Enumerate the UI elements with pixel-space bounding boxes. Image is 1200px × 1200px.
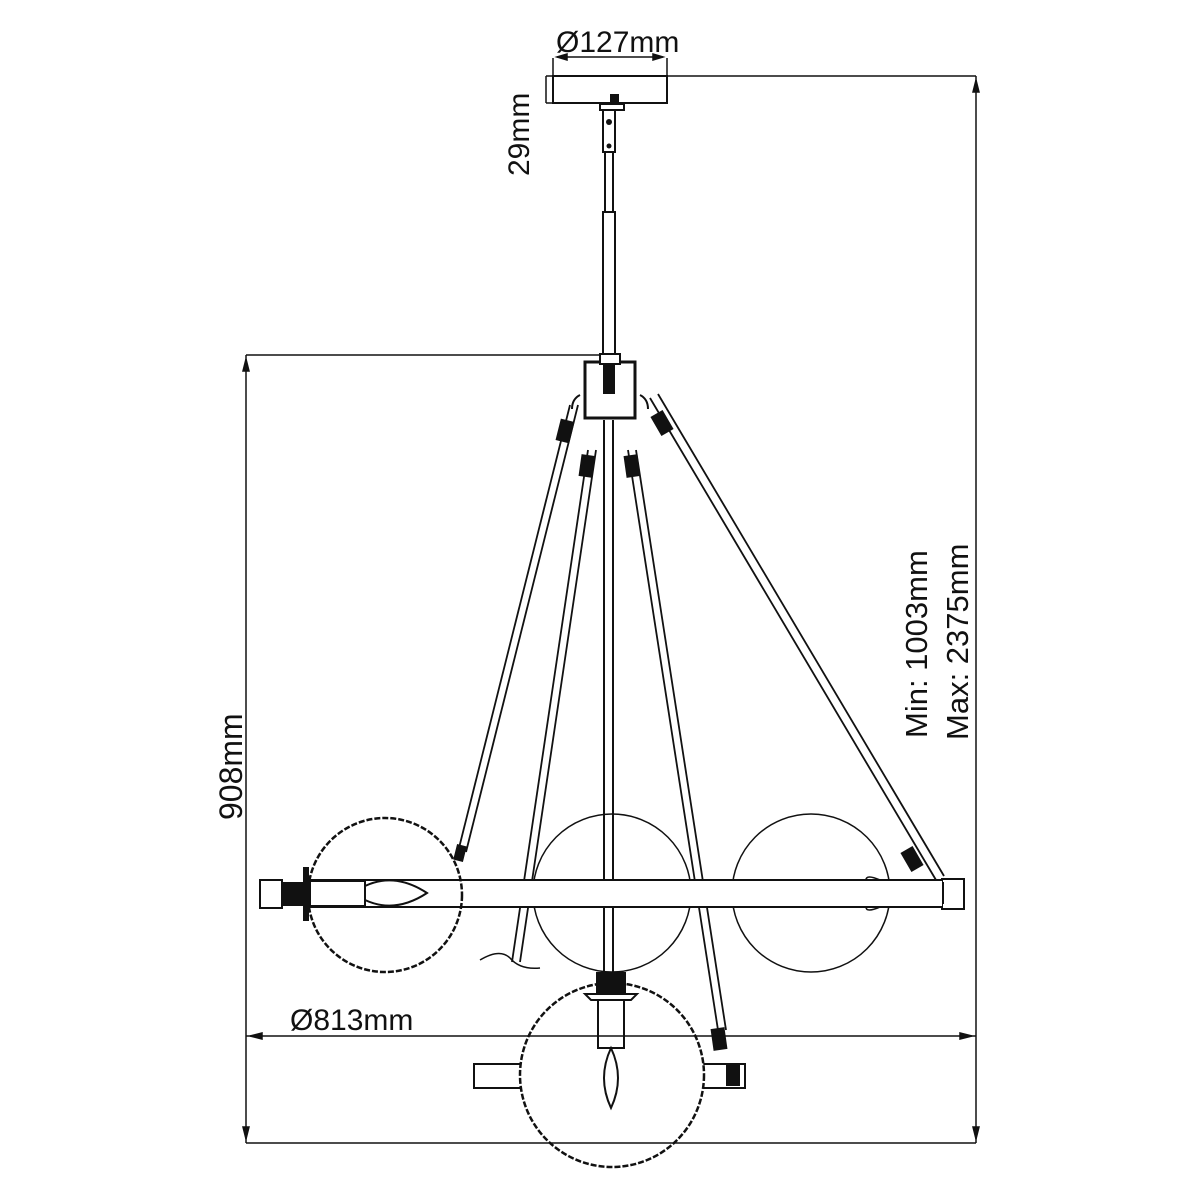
overall-height-dimension (667, 75, 980, 1143)
canopy (552, 75, 668, 111)
wire (479, 952, 541, 970)
drop-max-label: Max: 2375mm (940, 543, 975, 740)
arm-couplers (453, 409, 924, 1051)
canopy-height-dimension (545, 75, 553, 104)
canopy-height-label: 29mm (503, 92, 536, 176)
hub (571, 353, 649, 420)
canopy-diameter-label: Ø127mm (556, 26, 680, 59)
canopy-diameter-dimension (552, 52, 668, 76)
body-height-label: 908mm (213, 713, 249, 820)
body-height-dimension (242, 354, 600, 1143)
drop-min-label: Min: 1003mm (899, 550, 934, 738)
overall-diameter-label: Ø813mm (290, 1004, 414, 1037)
downrod (602, 109, 616, 363)
arms (457, 393, 945, 1031)
lower-globe (473, 972, 746, 1169)
left-globe (259, 816, 464, 974)
diameter-dimension (246, 1032, 976, 1040)
